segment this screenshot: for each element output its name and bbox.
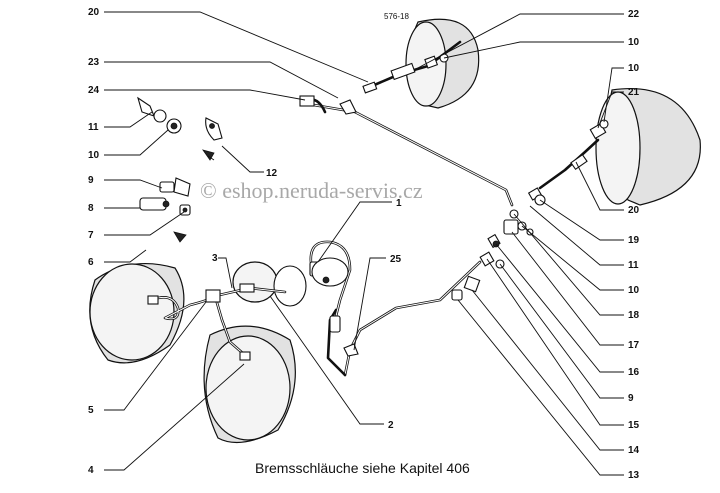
diagram-caption: Bremsschläuche siehe Kapitel 406	[255, 460, 470, 476]
callout-13: 13	[628, 470, 640, 481]
callout-15: 15	[628, 420, 640, 431]
callout-17: 17	[628, 340, 640, 351]
callout-11-left: 11	[88, 122, 99, 133]
drawing-reference: 576-18	[384, 12, 409, 21]
leader-lines	[104, 11, 624, 476]
callout-9-right: 9	[628, 393, 634, 404]
callout-10-right-3: 10	[628, 285, 640, 296]
callout-20-top: 20	[88, 7, 100, 18]
callout-24: 24	[88, 85, 100, 96]
callout-labels: 20 23 24 11 10 9 8 7 6 5 4 22 10 10 21 2…	[88, 7, 640, 481]
callout-16: 16	[628, 367, 640, 378]
callout-2: 2	[388, 420, 394, 431]
callout-5: 5	[88, 405, 94, 416]
callout-12: 12	[266, 168, 278, 179]
callout-9-left: 9	[88, 175, 94, 186]
wheel-rear-right	[405, 18, 480, 109]
callout-20-right: 20	[628, 205, 640, 216]
callout-22: 22	[628, 9, 640, 20]
callout-25: 25	[390, 254, 402, 265]
callout-1: 1	[396, 198, 402, 209]
wheel-front-right	[595, 88, 701, 206]
wheel-front-left	[89, 263, 185, 364]
callout-4: 4	[88, 465, 94, 476]
callout-21: 21	[628, 87, 640, 98]
brake-pipe-network	[150, 40, 600, 377]
callout-6: 6	[88, 257, 94, 268]
callout-10-right-2: 10	[628, 63, 640, 74]
callout-23: 23	[88, 57, 100, 68]
callout-10-left: 10	[88, 150, 100, 161]
watermark-text: © eshop.neruda-servis.cz	[200, 178, 423, 203]
callout-10-right-top: 10	[628, 37, 640, 48]
callout-14: 14	[628, 445, 640, 456]
callout-18: 18	[628, 310, 640, 321]
callout-19: 19	[628, 235, 640, 246]
callout-8: 8	[88, 203, 94, 214]
callout-3: 3	[212, 253, 218, 264]
callout-11-right: 11	[628, 260, 639, 271]
wheel-rear-left	[203, 325, 296, 444]
callout-7: 7	[88, 230, 94, 241]
